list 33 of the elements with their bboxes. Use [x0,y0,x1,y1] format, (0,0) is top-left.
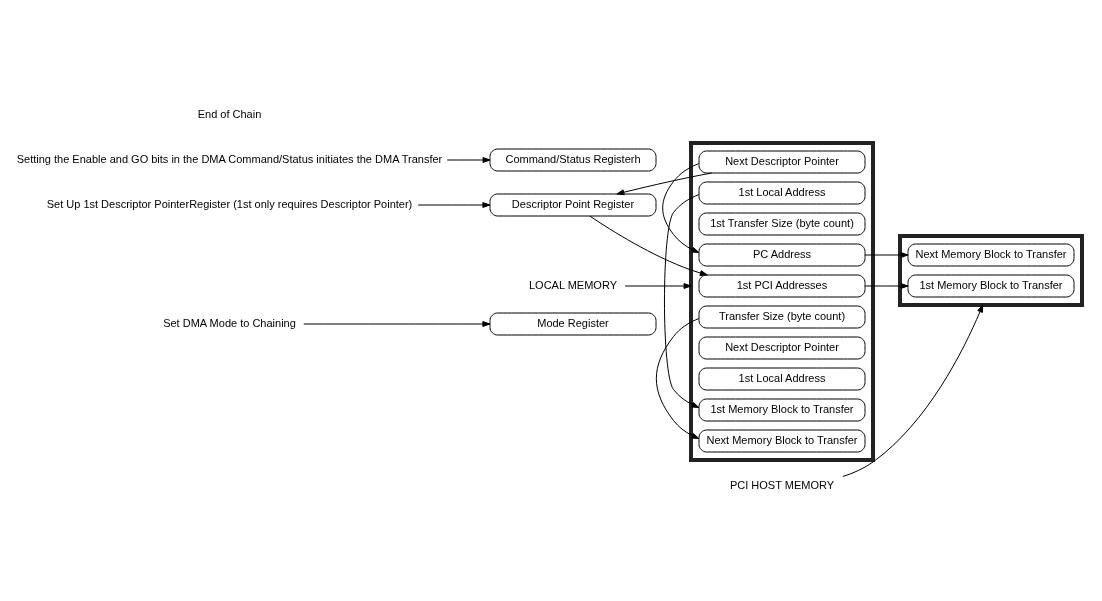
arrow [655,318,700,440]
arrow [864,252,909,258]
node-text: PCI HOST MEMORY [729,478,835,491]
arrow [589,215,708,276]
node-text: Set DMA Mode to Chaining [163,316,296,329]
arrow [303,321,491,327]
arrow [662,163,700,254]
node-box: Descriptor Point Register [489,193,657,217]
arrow [616,172,713,196]
arrow [864,283,909,289]
arrow [417,202,491,208]
node-box: Next Descriptor Pointer [698,336,866,360]
arrow [663,194,700,409]
node-box: Next Descriptor Pointer [698,150,866,174]
node-text: Set Up 1st Descriptor PointerRegister (1st only requires Descriptor Pointer) [46,197,413,210]
node-box: 1st Local Address [698,181,866,205]
node-text: Setting the Enable and GO bits in the DMA Command/Status initiates the DMA Transfer [16,152,443,165]
arrow [842,304,984,478]
node-box: 1st Memory Block to Transfer [698,398,866,422]
arrow [624,283,692,289]
node-box: 1st Local Address [698,367,866,391]
node-box: Command/Status Registerh [489,148,657,172]
node-box: 1st Transfer Size (byte count) [698,212,866,236]
node-box: 1st PCI Addresses [698,274,866,298]
node-box: 1st Memory Block to Transfer [907,274,1075,298]
node-text: LOCAL MEMORY [528,278,618,291]
label: End of Chain [197,107,262,120]
arrow [446,157,491,163]
node-box: PC Address [698,243,866,267]
node-box: Mode Register [489,312,657,336]
node-box: Transfer Size (byte count) [698,305,866,329]
node-box: Next Memory Block to Transfer [907,243,1075,267]
node-box: Next Memory Block to Transfer [698,429,866,453]
